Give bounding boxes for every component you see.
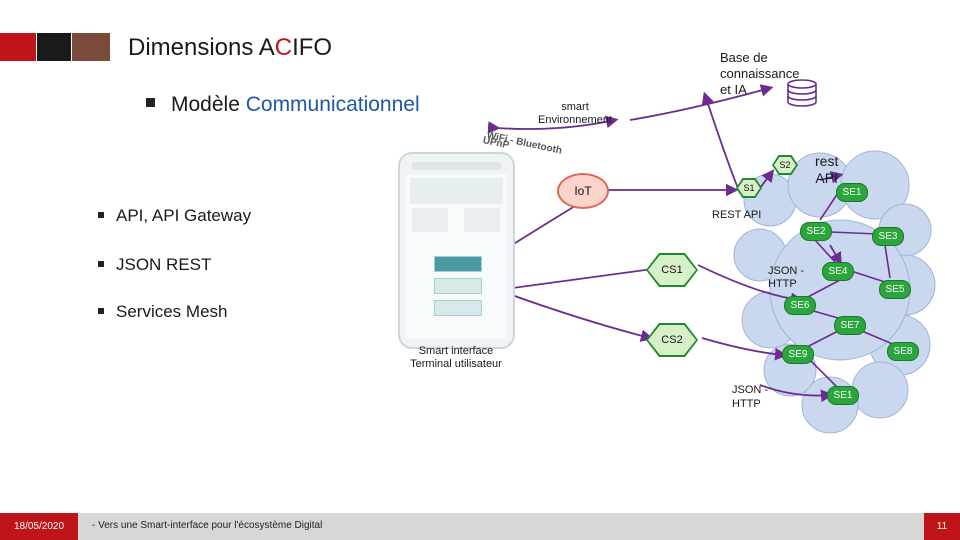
title-accent-block-red [0, 33, 36, 61]
subtitle: Modèle Communicationnel [146, 93, 420, 117]
page-number: 11 [924, 513, 960, 540]
phone-card [434, 256, 482, 272]
phone-text-block [464, 208, 500, 232]
mesh-connectors [804, 189, 896, 389]
smart-environment-label: smart Environnement [538, 101, 612, 126]
service-se8-pill: SE8 [887, 342, 919, 361]
service-se1-pill: SE1 [827, 386, 859, 405]
phone-card [434, 278, 482, 294]
footer-bar [0, 513, 960, 540]
title-accent-block-dark [37, 33, 71, 61]
json-http-label: JSON - HTTP [732, 384, 769, 410]
knowledge-base-label: Base de connaissance et IA [720, 50, 800, 97]
footer-date: 18/05/2020 [0, 513, 78, 540]
phone-card [434, 300, 482, 316]
service-se6-pill: SE6 [784, 296, 816, 315]
bullet-icon [146, 97, 155, 107]
bullet-item: Services Mesh [98, 302, 227, 322]
service-s1-node: S1 [736, 178, 762, 198]
bullet-icon [98, 260, 104, 267]
service-se7-pill: SE7 [834, 316, 866, 335]
footer-text: - Vers une Smart-interface pour l'écosys… [92, 520, 323, 531]
bullet-item: API, API Gateway [98, 206, 251, 226]
service-s2-node: S2 [772, 155, 798, 175]
rest-api-edge-label: REST API [712, 209, 762, 221]
service-se9-pill: SE9 [782, 345, 814, 364]
bullet-icon [98, 211, 104, 218]
title-accent-block-brown [72, 33, 110, 61]
service-se3-pill: SE3 [872, 227, 904, 246]
service-mesh-cloud [733, 150, 936, 434]
phone-status-bar [412, 162, 501, 170]
bullet-item: JSON REST [98, 255, 211, 275]
iot-node: IoT [557, 173, 609, 209]
phone-screen [406, 174, 507, 339]
phone-header-row [410, 178, 503, 204]
json-http-label: JSON - HTTP [768, 265, 805, 290]
smartphone-mockup [398, 152, 515, 349]
phone-caption: Smart interface Terminal utilisateur [410, 345, 502, 370]
service-se2-pill: SE2 [800, 222, 832, 241]
cs1-node: CS1 [646, 253, 698, 287]
arrows [487, 84, 844, 403]
service-se4-pill: SE4 [822, 262, 854, 281]
bullet-icon [98, 307, 104, 314]
phone-text-block [412, 208, 448, 232]
page-title: Dimensions ACIFO [128, 34, 333, 61]
service-se1-pill: SE1 [836, 183, 868, 202]
database-icon [787, 79, 817, 107]
service-se5-pill: SE5 [879, 280, 911, 299]
cs2-node: CS2 [646, 323, 698, 357]
rest-api-label: rest API [815, 153, 839, 186]
